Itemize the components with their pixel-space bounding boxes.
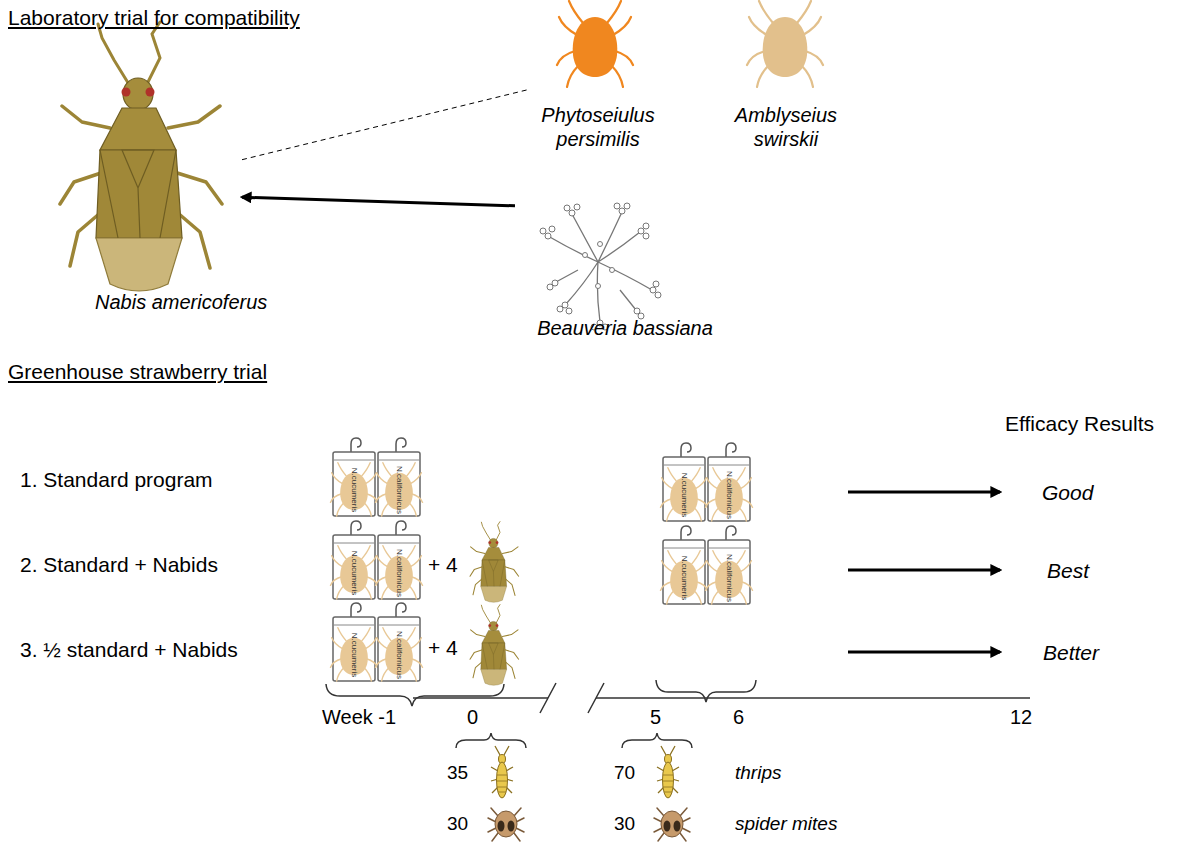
species-name: Beauveria bassiana [515,316,735,340]
fungus-hyphae [548,212,652,322]
spore [569,210,575,216]
spore [557,306,563,312]
spore [653,281,659,287]
nabid-illustration [60,22,222,291]
organism-node: Phytoseiulus persimilis [528,5,668,155]
sachet-label: N.cucumeris [350,551,359,595]
spore [549,226,555,232]
spore [643,233,649,239]
treatment-label: 3. ½ standard + Nabids [20,638,238,661]
spider-mite-icon [488,808,524,841]
efficacy-result: Best [1047,559,1089,582]
spore [643,223,649,229]
spore [566,308,572,314]
nabid-release-icon [470,522,519,603]
result-arrow [848,651,1000,654]
treatment-label: 2. Standard + Nabids [20,553,218,576]
efficacy-result: Good [1042,481,1093,504]
pest-count: 30 [614,814,635,835]
sachet-label: N.californicus [395,466,404,514]
spore [624,203,630,209]
species-name: Phytoseiulus persimilis [528,103,668,151]
section-heading: Laboratory trial for compatibility [8,6,300,29]
sachet-label: N.cucumeris [680,556,689,600]
infestation-brace [456,733,526,748]
treatment-label: 1. Standard program [20,468,213,491]
release-count: + 4 [428,636,458,659]
pest-name: spider mites [735,814,837,835]
spore [564,205,570,211]
spore [545,233,551,239]
sachet-label: N.cucumeris [350,468,359,512]
fungus-illustration [540,203,661,330]
release-brace [326,684,504,706]
sachet-label: N.cucumeris [680,473,689,517]
week-tick: 5 [650,706,661,728]
spore [547,284,553,290]
species-name: Amblyseius swirskii [722,103,850,151]
sachet-label: N.californicus [725,554,734,602]
pest-name: thrips [735,763,781,784]
pest-count: 35 [447,763,468,784]
infestation-brace [622,733,692,748]
release-sachet [660,526,707,604]
timeline-axis [413,697,1030,699]
release-sachet [375,521,422,599]
organism-node: Amblyseius swirskii [722,5,850,155]
spore [614,203,620,209]
axis-break [540,683,604,713]
amblyseius-illustration [747,1,823,87]
spider-mite-icon [654,808,690,841]
spore [596,284,601,289]
sachet-label: N.californicus [395,549,404,597]
thrips-icon [657,746,679,798]
release-sachet [705,443,752,521]
spore [540,228,546,234]
efficacy-result: Better [1043,641,1099,664]
week-tick: 6 [733,706,744,728]
release-sachet [660,443,707,521]
organism-node: Nabis americoferus [55,22,242,314]
compatibility-link [242,90,528,160]
spore [650,287,656,293]
release-sachet [375,438,422,516]
release-sachet [330,521,377,599]
species-name: Nabis americoferus [95,290,267,314]
phytoseiulus-illustration [557,1,633,87]
release-count: + 4 [428,553,458,576]
week-tick: 0 [467,706,478,728]
spore [574,204,580,210]
sachet-label: N.californicus [725,471,734,519]
section-heading: Greenhouse strawberry trial [8,360,267,383]
result-arrow [848,569,1000,572]
pest-count: 70 [614,763,635,784]
spore [583,253,588,258]
release-sachet [705,526,752,604]
sachet-label: N.cucumeris [350,633,359,677]
spore [655,292,661,298]
thrips-icon [491,746,513,798]
effect-arrow [242,197,515,206]
spore [598,242,603,247]
week-tick: Week -1 [322,706,396,728]
spore [638,228,644,234]
connector-layer [242,90,528,206]
week-tick: 12 [1010,706,1032,728]
sachet-label: N.californicus [395,631,404,679]
result-arrow [848,491,1000,494]
release-sachet [330,603,377,681]
organism-node: Beauveria bassiana [515,200,735,345]
spore [619,208,625,214]
nabid-release-icon [470,605,519,686]
spore [610,268,615,273]
release-sachet [330,438,377,516]
pest-count: 30 [447,814,468,835]
release-sachet [375,603,422,681]
column-heading: Efficacy Results [1005,412,1154,435]
